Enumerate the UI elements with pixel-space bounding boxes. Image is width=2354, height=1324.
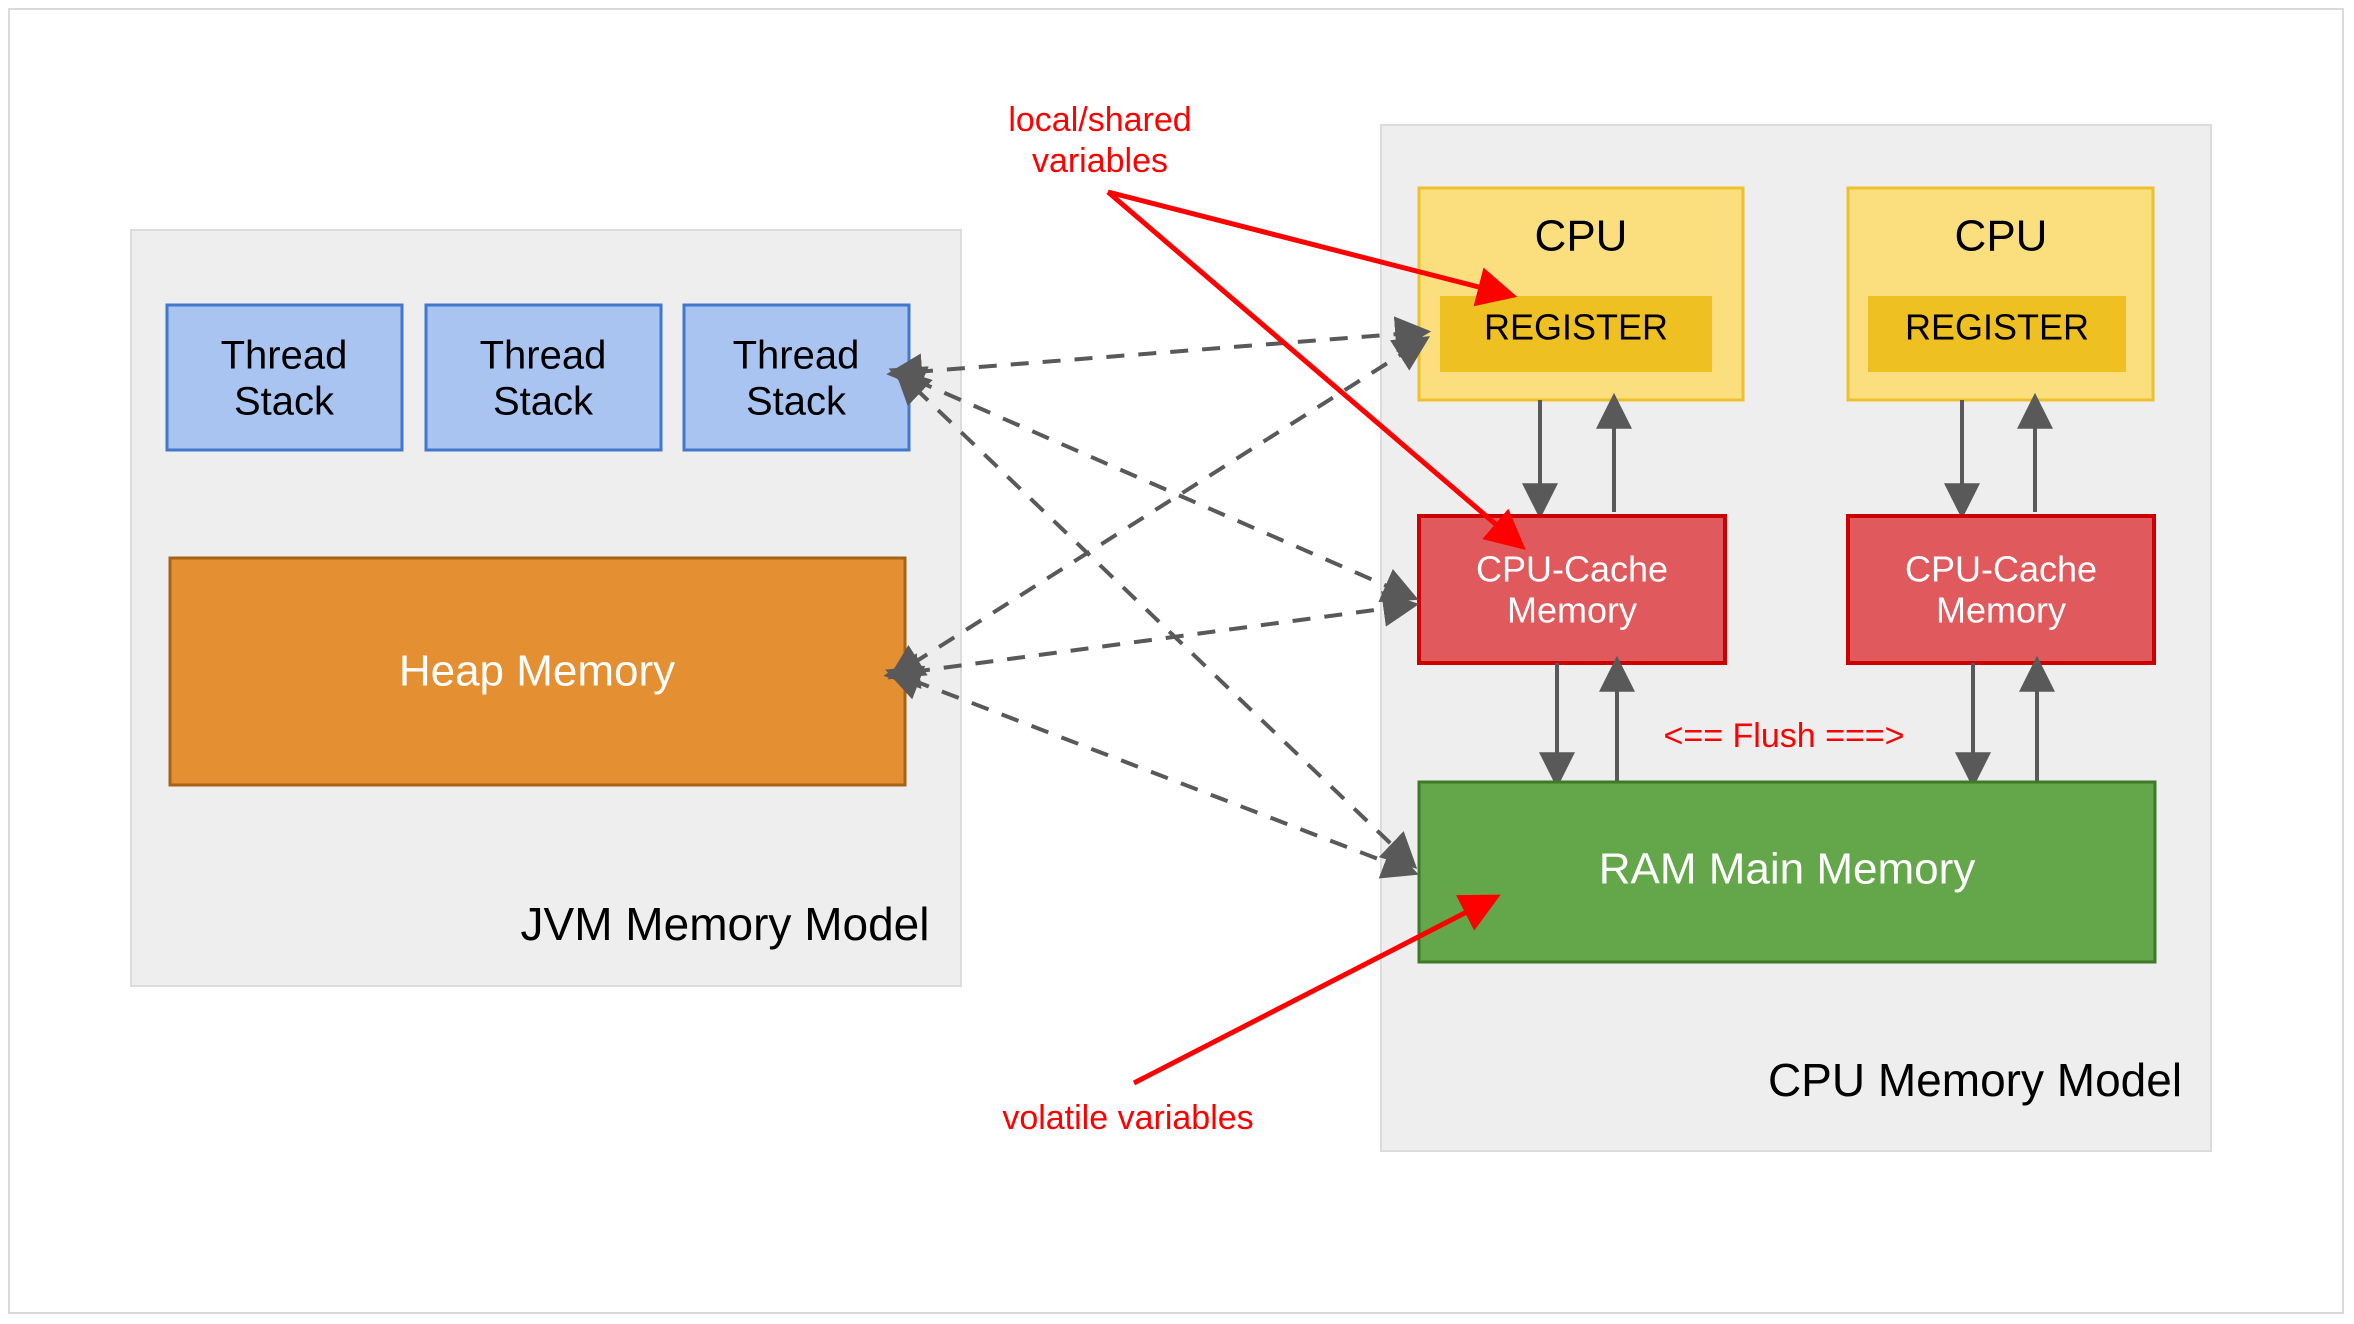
jvm-cpu-connectors	[883, 316, 1432, 879]
cpu-box-2[interactable]: CPU REGISTER	[1846, 186, 2155, 402]
heap-memory-rect	[168, 556, 907, 787]
register-rect-1[interactable]	[1440, 296, 1712, 372]
cpu-label-2: CPU	[1955, 212, 2048, 261]
flush-label: <== Flush ===>	[1663, 717, 1904, 755]
heap-to-ram-connector	[885, 665, 1419, 879]
thread-stack-label-2-line1: Thread	[480, 334, 607, 378]
register-rect-2[interactable]	[1868, 296, 2126, 372]
annotation-volatile-variables: volatile variables	[1002, 894, 1501, 1137]
thread-stack-label-2-line2: Stack	[493, 380, 594, 424]
ram-main-memory-label: RAM Main Memory	[1599, 845, 1976, 894]
local-shared-variables-label-line2: variables	[1032, 142, 1168, 180]
volatile-variables-label: volatile variables	[1002, 1099, 1253, 1137]
cpu-cache-label-1-line2: Memory	[1507, 590, 1637, 631]
thread-stack-label-3-line1: Thread	[733, 334, 860, 378]
register-label-1: REGISTER	[1484, 307, 1668, 348]
cpu-cache-label-2-line2: Memory	[1936, 590, 2066, 631]
cpu-memory-model-panel: CPU REGISTER CPU REGISTER CPU-Cache	[1380, 124, 2212, 1152]
thread-stack-label-3-line2: Stack	[746, 380, 847, 424]
cpu-cache-memory-box-2[interactable]: CPU-Cache Memory	[1846, 514, 2156, 665]
cpu-cache-label-1-line1: CPU-Cache	[1476, 549, 1668, 590]
ram-main-memory-rect	[1417, 780, 2157, 964]
thread-stack-label-1-line2: Stack	[234, 380, 335, 424]
thread-stack-to-ram-connector	[894, 368, 1418, 869]
thread-stack-box-2[interactable]: Thread Stack	[424, 303, 663, 452]
cpu-cache-label-2-line1: CPU-Cache	[1905, 549, 2097, 590]
heap-to-cache-connector	[883, 590, 1420, 689]
thread-stack-box-1[interactable]: Thread Stack	[165, 303, 404, 452]
local-shared-to-cache-arrow	[1106, 190, 1526, 550]
thread-stack-rect-2	[424, 303, 663, 452]
thread-stack-box-3[interactable]: Thread Stack	[682, 303, 911, 452]
thread-stack-to-register-connector	[886, 316, 1432, 390]
heap-memory-box[interactable]: Heap Memory	[168, 556, 907, 787]
local-shared-variables-label-line1: local/shared	[1008, 101, 1191, 139]
cpu-panel-title: CPU Memory Model	[1768, 1054, 2182, 1106]
thread-stack-rect-3	[682, 303, 911, 452]
ram-main-memory-box[interactable]: RAM Main Memory	[1417, 780, 2157, 964]
cpu-cache-rect-2	[1846, 514, 2156, 665]
cpu-cache-memory-box-1[interactable]: CPU-Cache Memory	[1417, 514, 1727, 665]
register-label-2: REGISTER	[1905, 307, 2089, 348]
jvm-memory-model-panel: Thread Stack Thread Stack Thread Stack H…	[130, 229, 962, 987]
heap-memory-label: Heap Memory	[399, 647, 675, 696]
annotation-local-shared-variables: local/shared variables	[1008, 101, 1526, 550]
thread-stack-rect-1	[165, 303, 404, 452]
heap-to-register-connector	[887, 336, 1431, 680]
thread-stack-label-1-line1: Thread	[221, 334, 348, 378]
cpu-label-1: CPU	[1535, 212, 1628, 261]
jvm-panel-title: JVM Memory Model	[521, 898, 930, 950]
volatile-to-ram-arrow	[1132, 894, 1501, 1086]
thread-stack-to-cache-connector	[888, 366, 1419, 602]
cpu-box-1[interactable]: CPU REGISTER	[1417, 186, 1745, 402]
local-shared-to-register-arrow	[1107, 189, 1518, 307]
